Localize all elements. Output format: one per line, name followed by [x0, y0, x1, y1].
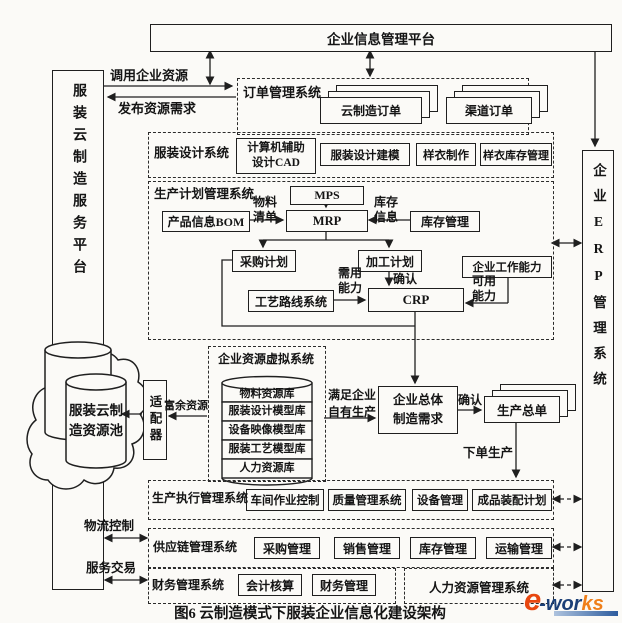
- cloud-order-box: 云制造订单: [320, 97, 422, 124]
- design-modeling-box: 服装设计建模: [320, 143, 410, 166]
- adapter-label: 适配器: [147, 395, 162, 445]
- db-design-model: 服装设计模型库: [228, 405, 306, 417]
- planning-system-label: 生产计划管理系统: [154, 187, 255, 201]
- quality-system-box: 质量管理系统: [328, 489, 406, 511]
- db-human-resource: 人力资源库: [239, 462, 295, 474]
- self-production-label: 满足企业 自有生产: [328, 387, 376, 421]
- purchase-mgmt-box: 采购管理: [254, 537, 320, 559]
- sample-inventory-box: 样衣库存管理: [480, 143, 552, 166]
- adapter-box: 适配器: [143, 380, 167, 460]
- mps-box: MPS: [290, 186, 364, 205]
- figure-caption: 图6 云制造模式下服装企业信息化建设架构: [174, 606, 446, 622]
- avail-capacity-line2: 能力: [472, 289, 497, 303]
- scm-label: 供应链管理系统: [153, 540, 238, 554]
- cloud-service-platform-label: 服装云制造服务平台: [71, 83, 86, 281]
- bom-box: 产品信息BOM: [162, 211, 250, 232]
- total-demand-line1: 企业总体: [392, 393, 443, 407]
- self-production-line1: 满足企业: [328, 388, 377, 402]
- finance-mgmt-box: 财务管理: [312, 574, 376, 596]
- logo-underline-bar: [554, 611, 618, 616]
- pool-line2: 造资源池: [69, 423, 123, 438]
- virtual-system-container: [208, 346, 326, 482]
- inventory-mgmt2-box: 库存管理: [410, 537, 476, 559]
- service-trade-label: 服务交易: [86, 561, 137, 575]
- inventory-info-line2: 信息: [374, 210, 399, 224]
- db-equipment-model: 设备映像模型库: [228, 424, 306, 436]
- surplus-resources-label: 富余资源: [164, 400, 208, 412]
- finance-container: [148, 568, 396, 604]
- resource-pool-label: 服装云制 造资源池: [54, 401, 138, 441]
- confirm-label-1: 确认: [393, 272, 418, 286]
- avail-capacity-line1: 可用: [472, 274, 497, 288]
- virtual-system-label: 企业资源虚拟系统: [217, 352, 314, 366]
- equipment-mgmt-box: 设备管理: [412, 489, 468, 511]
- bom-list-line1: 物料: [253, 195, 278, 209]
- cloud-service-platform-bar: 服装云制造服务平台: [52, 70, 104, 590]
- logistics-control-label: 物流控制: [84, 519, 135, 533]
- inventory-info-label: 库存 信息: [374, 195, 398, 225]
- erp-system-bar: 企业ERP管理系统: [582, 150, 614, 592]
- bom-list-line2: 清单: [253, 210, 278, 224]
- total-demand-line2: 制造需求: [392, 412, 443, 426]
- erp-system-label: 企业ERP管理系统: [591, 163, 606, 397]
- publish-demand-label: 发布资源需求: [118, 101, 197, 116]
- virtual-db-cylinder: [221, 375, 313, 486]
- purchase-wrap-line: [221, 259, 415, 327]
- resource-pool-cloud-shape: [26, 341, 148, 490]
- routing-system-box: 工艺路线系统: [248, 290, 334, 312]
- cad-box: 计算机辅助 设计CAD: [236, 138, 316, 174]
- sales-mgmt-box: 销售管理: [334, 537, 400, 559]
- design-system-label: 服装设计系统: [154, 146, 230, 160]
- purchase-plan-box: 采购计划: [232, 250, 296, 272]
- logo-e-mark: e: [524, 582, 541, 617]
- need-capacity-label: 需用 能力: [338, 266, 362, 296]
- crp-box: CRP: [368, 288, 464, 312]
- cad-line2: 设计CAD: [252, 157, 300, 169]
- connector-lines: [103, 49, 600, 590]
- shopfloor-control-box: 车间作业控制: [246, 489, 324, 511]
- logo-text-ks: ks: [581, 593, 604, 615]
- process-plan-box: 加工计划: [358, 250, 422, 272]
- invoke-resources-label: 调用企业资源: [110, 68, 189, 83]
- self-production-line2: 自有生产: [328, 405, 377, 419]
- hr-label: 人力资源管理系统: [428, 580, 529, 595]
- e-works-logo: e-works: [524, 582, 618, 618]
- planning-system-container: [148, 181, 554, 340]
- inventory-mgmt-box: 库存管理: [410, 211, 480, 232]
- assembly-plan-box: 成品装配计划: [472, 489, 552, 511]
- bom-list-label: 物料 清单: [253, 195, 277, 225]
- inventory-info-line1: 库存: [374, 195, 399, 209]
- design-system-container: [148, 132, 554, 178]
- need-capacity-line1: 需用: [338, 266, 363, 280]
- transport-mgmt-box: 运输管理: [486, 537, 552, 559]
- finance-label: 财务管理系统: [152, 578, 225, 592]
- db-material: 物料资源库: [239, 388, 295, 400]
- place-order-label: 下单生产: [463, 446, 514, 460]
- pool-cylinder-front: [65, 382, 127, 469]
- mrp-box: MRP: [286, 210, 368, 232]
- order-system-label: 订单管理系统: [243, 85, 322, 100]
- channel-order-box: 渠道订单: [446, 97, 532, 124]
- total-demand-box: 企业总体 制造需求: [378, 386, 458, 434]
- pool-line1: 服装云制: [69, 403, 123, 418]
- logo-text-wor: -wor: [539, 593, 582, 615]
- avail-capacity-label: 可用 能力: [472, 274, 496, 304]
- confirm-label-2: 确认: [458, 393, 483, 407]
- mes-label: 生产执行管理系统: [152, 491, 249, 505]
- enterprise-info-platform-box: 企业信息管理平台: [150, 24, 612, 52]
- production-order-box: 生产总单: [484, 396, 560, 423]
- cad-line1: 计算机辅助: [247, 142, 305, 154]
- work-capacity-box: 企业工作能力: [462, 256, 552, 278]
- accounting-box: 会计核算: [238, 574, 302, 596]
- need-capacity-line2: 能力: [338, 281, 363, 295]
- sample-making-box: 样衣制作: [416, 143, 476, 166]
- db-process-model: 服装工艺模型库: [228, 443, 306, 455]
